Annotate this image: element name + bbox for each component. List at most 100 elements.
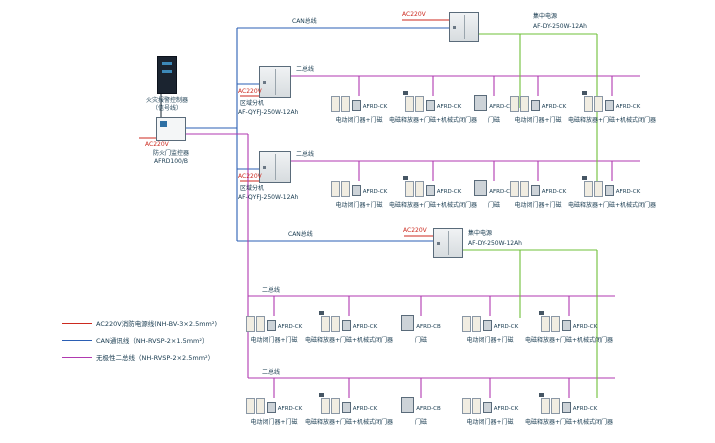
- electromagnetic-release-icon: [581, 91, 587, 95]
- two-bus-row4-wire: [248, 377, 615, 398]
- device-caption: 电动闭门器+门磁: [335, 117, 383, 124]
- device-hardware: AFRD-CK: [538, 390, 597, 414]
- device-caption: 电动闭门器+门磁: [514, 202, 562, 209]
- module-label: AFRD-CB: [416, 324, 441, 330]
- door-leaf-icon: [402, 176, 424, 197]
- ac220v-label-regional-1: AC220V: [238, 88, 262, 95]
- module-label: AFRD-CB: [489, 104, 514, 110]
- door-leaf-icon: [538, 311, 560, 332]
- door-leaf-icon: [318, 393, 340, 414]
- ac220v-label-power-2: AC220V: [403, 227, 427, 234]
- device-group-closer: AFRD-CK 电动闭门器+门磁: [509, 88, 566, 124]
- legend-two-bus-swatch: [62, 356, 92, 358]
- door-magnet-module-icon: [401, 315, 415, 331]
- electromagnetic-release-icon: [538, 311, 544, 315]
- door-monitor-module-icon: [341, 320, 351, 331]
- legend-can-line-swatch: [62, 339, 92, 341]
- door-leaf-icon: [245, 316, 265, 332]
- ac220v-label-monitor: AC220V: [145, 141, 169, 148]
- two-bus-label-2: 二总线: [296, 151, 315, 158]
- device-hardware: AFRD-CK: [318, 308, 377, 332]
- electromagnetic-release-icon: [402, 176, 408, 180]
- device-hardware: AFRD-CK: [509, 173, 567, 197]
- module-label: AFRD-CK: [615, 189, 641, 195]
- door-monitor-module-icon: [530, 100, 540, 111]
- device-hardware: AFRD-CK: [402, 88, 461, 112]
- module-label: AFRD-CK: [541, 189, 567, 195]
- door-monitor-module-icon: [341, 402, 351, 413]
- device-caption: 电磁释放器+门磁+机械式闭门器: [304, 419, 394, 426]
- central-power-name-1: 集中电源: [533, 13, 558, 20]
- module-label: AFRD-CK: [277, 406, 303, 412]
- two-bus-row2-wire: [291, 160, 640, 181]
- device-hardware: AFRD-CK: [461, 308, 519, 332]
- device-hardware: AFRD-CK: [318, 390, 378, 414]
- electromagnetic-release-icon: [318, 311, 324, 315]
- ac-power-wire: [139, 19, 449, 237]
- device-hardware: AFRD-CB: [401, 390, 441, 414]
- fire-alarm-controller-label: 火灾报警控制器 （信号线）: [132, 97, 202, 112]
- two-bus-row3-wire: [248, 295, 615, 316]
- door-monitor-module-icon: [351, 185, 361, 196]
- device-caption: 电磁释放器+门磁+机械式闭门器: [388, 202, 478, 209]
- monitor-name: 防火门监控器: [152, 150, 189, 157]
- device-caption: 电磁释放器+门磁+机械式闭门器: [524, 337, 614, 344]
- power-supply-wire-top: [479, 33, 598, 193]
- device-hardware: AFRD-CB: [474, 173, 514, 197]
- device-group-closer: AFRD-CK 电动闭门器+门磁: [509, 173, 567, 209]
- device-caption: 门磁: [414, 419, 427, 426]
- two-bus-trunk-wire: [186, 133, 249, 378]
- device-hardware: AFRD-CK: [402, 173, 461, 197]
- module-label: AFRD-CB: [489, 189, 514, 195]
- device-caption: 电磁释放器+门磁+机械式闭门器: [567, 117, 657, 124]
- device-caption: 电动闭门器+门磁: [466, 419, 514, 426]
- central-power-model-2: AF-DY-250W-12Ah: [468, 240, 522, 247]
- device-hardware: AFRD-CK: [538, 308, 597, 332]
- door-leaf-icon: [330, 181, 350, 197]
- can-bus-label-1: CAN总线: [292, 18, 317, 25]
- controller-display-icon: [162, 62, 172, 65]
- electromagnetic-release-icon: [318, 393, 324, 397]
- device-caption: 电磁释放器+门磁+机械式闭门器: [388, 117, 478, 124]
- door-monitor-module-icon: [351, 100, 361, 111]
- device-caption: 电动闭门器+门磁: [514, 117, 562, 124]
- module-label: AFRD-CK: [615, 104, 641, 110]
- device-hardware: AFRD-CK: [509, 88, 566, 112]
- two-bus-label-4: 二总线: [262, 369, 281, 376]
- module-label: AFRD-CK: [493, 324, 519, 330]
- device-hardware: AFRD-CK: [245, 390, 303, 414]
- module-label: AFRD-CK: [352, 406, 378, 412]
- fire-alarm-controller: [157, 56, 177, 94]
- legend-item-power: AC220V消防电源线(NH-BV-3×2.5mm²): [62, 318, 217, 328]
- door-monitor-module-icon: [266, 320, 276, 331]
- device-caption: 电动闭门器+门磁: [250, 419, 298, 426]
- ac220v-label-power-1: AC220V: [402, 11, 426, 18]
- device-caption: 电磁释放器+门磁+机械式闭门器: [567, 202, 657, 209]
- legend-two-bus-label: 无极性二总线（NH-RVSP-2×2.5mm²）: [96, 354, 215, 362]
- device-group-release: AFRD-CK 电磁释放器+门磁+机械式闭门器: [567, 173, 657, 209]
- device-group-closer: AFRD-CK 电动闭门器+门磁: [245, 390, 303, 426]
- door-monitor-module-icon: [530, 185, 540, 196]
- module-label: AFRD-CK: [277, 324, 303, 330]
- can-bus-label-2: CAN总线: [288, 231, 313, 238]
- door-leaf-icon: [318, 311, 340, 332]
- device-group-release: AFRD-CK 电磁释放器+门磁+机械式闭门器: [567, 88, 657, 124]
- device-group-release: AFRD-CK 电磁释放器+门磁+机械式闭门器: [304, 390, 394, 426]
- door-leaf-icon: [461, 316, 481, 332]
- two-bus-row1-wire: [291, 75, 640, 96]
- central-power-cabinet-1: [449, 12, 479, 42]
- regional-unit-name-2: 区域分机: [240, 185, 265, 192]
- module-label: AFRD-CK: [362, 104, 388, 110]
- device-group-release: AFRD-CK 电磁释放器+门磁+机械式闭门器: [388, 88, 478, 124]
- device-group-magnet: AFRD-CB 门磁: [401, 390, 441, 426]
- door-monitor-module-icon: [266, 402, 276, 413]
- door-leaf-icon: [245, 398, 265, 414]
- door-leaf-icon: [330, 96, 350, 112]
